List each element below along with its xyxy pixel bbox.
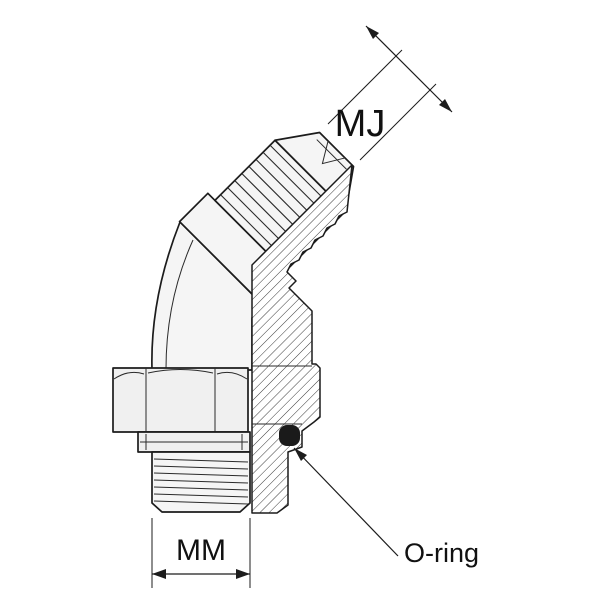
oring-callout: O-ring — [293, 447, 479, 568]
mj-arrowhead-bottom — [439, 99, 452, 112]
mm-threaded-stud — [151, 451, 251, 513]
mj-end-face-line — [316, 139, 347, 170]
section-hatch-area — [251, 164, 353, 514]
mj-flare-seat — [321, 140, 346, 165]
mj-extension-line-1 — [327, 49, 403, 125]
o-ring — [279, 425, 300, 446]
bonded-washer — [137, 431, 251, 453]
mm-label: MM — [176, 534, 226, 567]
mj-extension-line-2 — [359, 83, 437, 161]
oring-leader-arrowhead — [294, 448, 307, 461]
hex-locknut — [112, 367, 249, 433]
mj-label: MJ — [335, 103, 386, 145]
oring-label: O-ring — [404, 538, 479, 568]
mj-arrowhead-top — [366, 26, 379, 39]
cross-section — [251, 164, 353, 514]
oring-leader-line — [293, 447, 399, 557]
dimension-mm: MM — [151, 518, 251, 588]
mj-dimension-line — [365, 25, 453, 113]
dimension-mj: MJ — [327, 25, 453, 161]
mm-arrowhead-right — [236, 569, 250, 579]
mm-thread-lines — [153, 458, 249, 505]
mm-arrowhead-left — [152, 569, 166, 579]
